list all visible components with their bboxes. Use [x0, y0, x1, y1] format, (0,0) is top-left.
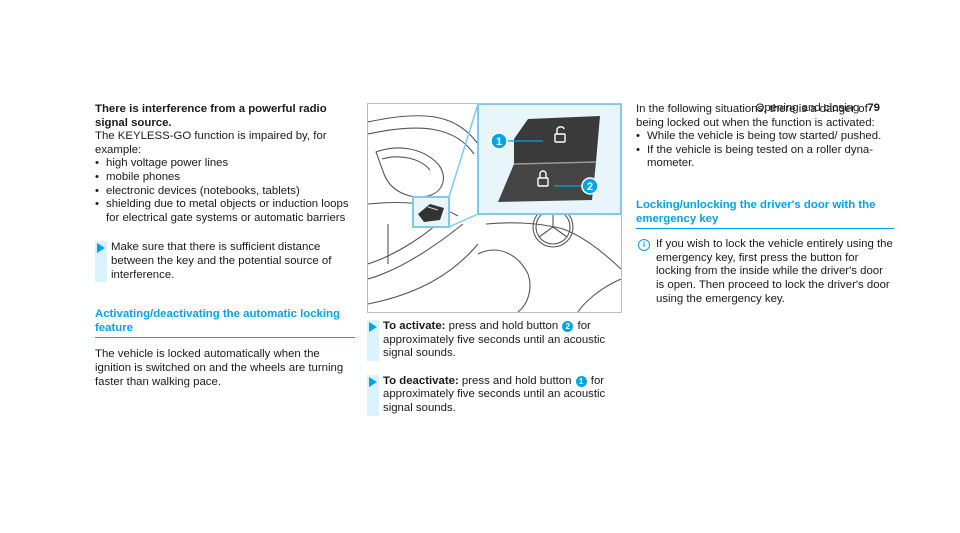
- interference-title: There is interference from a powerful ra…: [95, 103, 327, 129]
- callout-1-label: 1: [496, 136, 502, 148]
- activate-label: To activate:: [383, 320, 446, 332]
- danger-list: While the vehicle is being tow started/ …: [636, 130, 894, 171]
- column-middle: To activate: press and hold button 2 for…: [367, 320, 627, 416]
- column-left: There is interference from a powerful ra…: [95, 103, 355, 389]
- page-header: Opening and closing 79: [641, 102, 880, 116]
- deactivate-text-a: press and hold button: [458, 374, 575, 387]
- emergency-key-heading: Locking/unlocking the driver's door with…: [636, 199, 894, 230]
- deactivate-text-b: for approximately five seconds until an …: [383, 374, 606, 414]
- distance-step-text: Make sure that there is sufficient dista…: [111, 241, 332, 281]
- button-1-badge: 1: [575, 375, 587, 387]
- door-lock-buttons-illustration: 1 2: [368, 104, 621, 312]
- page-number: 79: [867, 102, 880, 114]
- callout-1-marker: [490, 132, 508, 150]
- emergency-note: i If you wish to lock the vehicle entire…: [636, 238, 894, 306]
- button-2-badge: 2: [562, 321, 574, 332]
- deactivate-step: To deactivate: press and hold button 1 f…: [367, 374, 627, 416]
- danger-intro: In the following situations, there is a …: [636, 103, 875, 129]
- activate-text-a: press and hold button: [445, 320, 562, 332]
- list-item: While the vehicle is being tow started/ …: [636, 130, 894, 144]
- auto-lock-text: The vehicle is locked automatically when…: [95, 348, 344, 388]
- list-item: electronic devices (notebooks, tablets): [95, 185, 355, 199]
- distance-step: Make sure that there is sufficient dista…: [95, 241, 355, 282]
- interference-list: high voltage power lines mobile phones e…: [95, 157, 355, 225]
- door-panel-figure: 1 2: [367, 103, 622, 313]
- interference-intro: The KEYLESS-GO function is impaired by, …: [95, 130, 327, 156]
- list-item: high voltage power lines: [95, 157, 355, 171]
- emergency-note-text: If you wish to lock the vehicle entirely…: [656, 238, 893, 305]
- section-name: Opening and closing: [755, 102, 860, 114]
- list-item: If the vehicle is being tested on a roll…: [636, 144, 894, 171]
- activate-step: To activate: press and hold button 2 for…: [367, 320, 627, 361]
- callout-2-label: 2: [587, 181, 593, 193]
- step-arrow-icon: [369, 322, 377, 332]
- activate-text-b: for approximately five seconds until an …: [383, 320, 606, 360]
- list-item: shielding due to metal objects or induct…: [95, 198, 355, 225]
- column-right: In the following situations, there is a …: [636, 103, 894, 306]
- list-item: mobile phones: [95, 171, 355, 185]
- step-arrow-icon: [369, 376, 377, 387]
- callout-2-marker: [581, 177, 599, 195]
- step-arrow-icon: [97, 243, 105, 254]
- deactivate-label: To deactivate:: [383, 374, 459, 387]
- info-icon: i: [638, 239, 650, 252]
- auto-lock-heading: Activating/deactivating the automatic lo…: [95, 308, 355, 339]
